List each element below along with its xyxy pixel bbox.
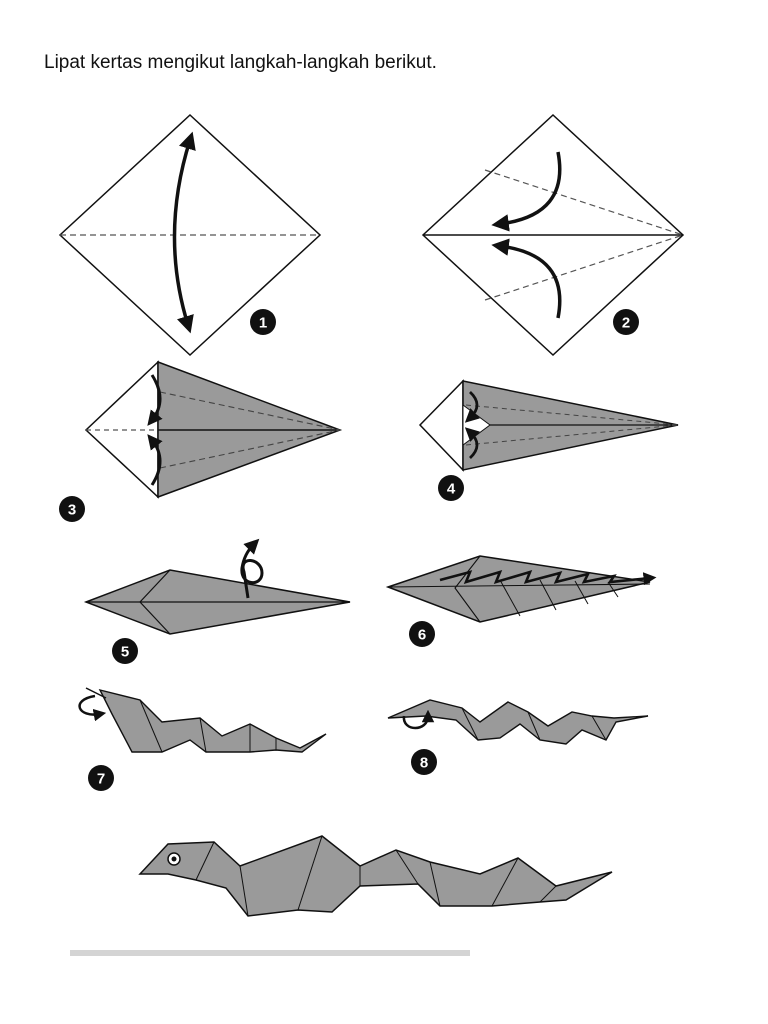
step-badge-icon: 3 [59,496,85,522]
step-number: 3 [68,502,76,519]
step-badge-icon: 2 [613,309,639,335]
step-number: 8 [420,755,428,772]
fold-line [159,429,341,469]
step-5-diagram: 5 [83,538,351,664]
step-number: 1 [259,315,267,332]
step-1-diagram: 1 [58,113,322,357]
curved-arrow-icon [491,151,562,232]
curved-arrow-icon [464,390,480,423]
step-number: 6 [418,627,426,644]
step-7-diagram: 7 [78,687,327,791]
fold-line [484,234,684,301]
curved-arrow-icon [147,374,163,426]
snake-body [387,699,649,745]
curved-arrow-icon [78,694,107,722]
zigzag-arrow-icon [439,569,657,586]
step-number: 5 [121,644,129,661]
step-number: 4 [447,481,456,498]
step-number: 7 [97,771,105,788]
curved-arrow-icon [172,131,196,334]
step-badge-icon: 4 [438,475,464,501]
curved-arrow-icon [491,238,562,319]
step-badge-icon: 7 [88,765,114,791]
fold-line [159,391,341,431]
step-badge-icon: 6 [409,621,435,647]
step-badge-icon: 1 [250,309,276,335]
curved-arrow-icon [402,709,435,730]
step-badge-icon: 5 [112,638,138,664]
loop-arrow-icon [240,538,264,599]
step-4-diagram: 4 [418,379,679,501]
origami-diagram: 1 2 3 [58,113,685,956]
snake-eye-icon [167,852,181,866]
step-2-diagram: 2 [421,113,685,357]
curved-arrow-icon [147,434,163,486]
curved-arrow-icon [464,427,480,460]
fold-line [484,169,684,236]
step-3-diagram: 3 [59,360,343,522]
step-badge-icon: 8 [411,749,437,775]
step-8-diagram: 8 [387,699,649,775]
page-instruction: Lipat kertas mengikut langkah-langkah be… [44,52,437,73]
step-number: 2 [622,315,630,332]
folded-paper [385,555,651,623]
final-snake-diagram [138,835,613,917]
step-6-diagram: 6 [385,555,657,647]
footer-credit [70,950,470,956]
snake-body [98,688,327,753]
